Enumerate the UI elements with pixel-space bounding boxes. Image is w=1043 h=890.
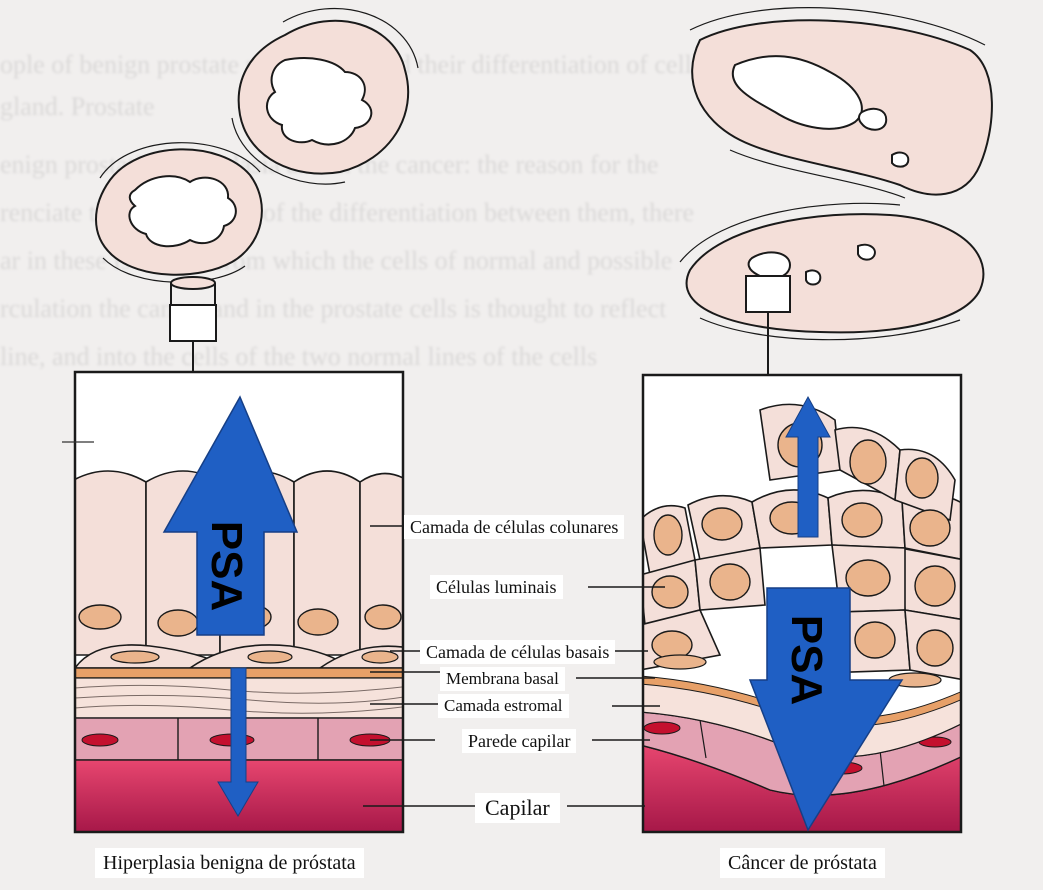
leader-lines — [363, 526, 665, 806]
label-basal-cell-layer: Camada de células basais — [420, 640, 615, 664]
psa-label-left: PSA — [202, 521, 251, 611]
label-stromal-layer: Camada estromal — [438, 694, 569, 718]
psa-label-right: PSA — [782, 615, 831, 705]
cancer-gland-section-bottom — [680, 203, 983, 339]
benign-magnification-callout — [170, 277, 216, 372]
benign-gland-section-left — [96, 143, 262, 283]
label-capillary: Capilar — [475, 793, 560, 823]
label-capillary-wall: Parede capilar — [462, 729, 576, 753]
label-basement-membrane: Membrana basal — [440, 667, 565, 691]
label-luminal-cells: Células luminais — [430, 575, 563, 599]
caption-benign-hyperplasia: Hiperplasia benigna de próstata — [95, 848, 364, 878]
benign-gland-section-top — [232, 8, 418, 184]
cancer-gland-section-top — [690, 8, 992, 198]
caption-prostate-cancer: Câncer de próstata — [720, 848, 885, 878]
label-columnar-cell-layer: Camada de células colunares — [404, 515, 624, 539]
